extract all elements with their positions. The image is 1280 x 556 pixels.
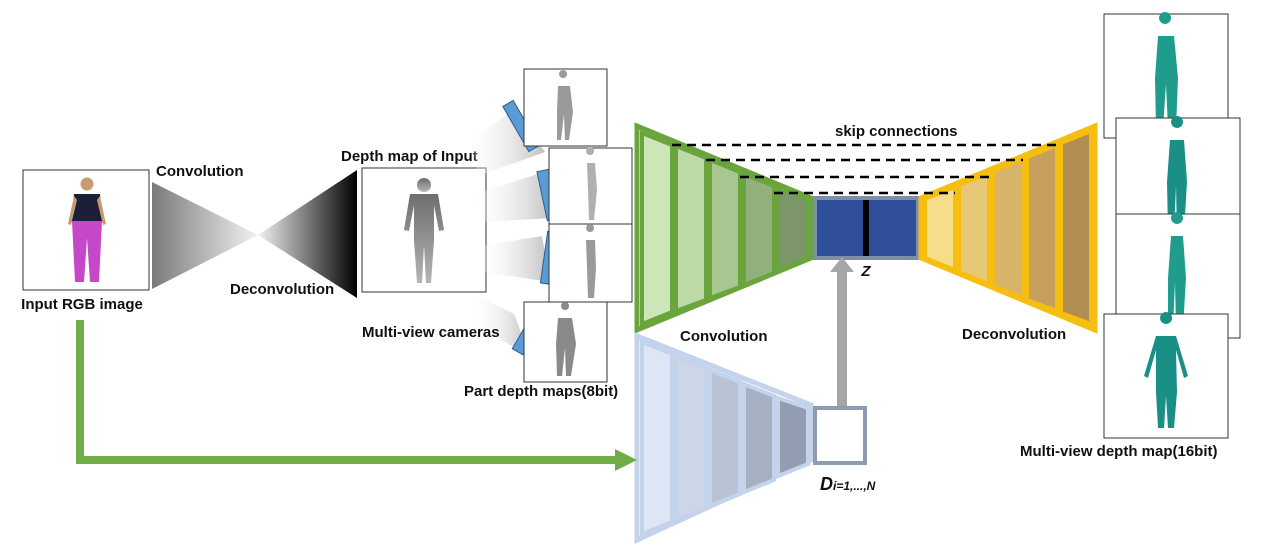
part-depth-maps-label: Part depth maps(8bit) [464, 383, 618, 400]
skip-connections [672, 143, 1057, 195]
output-depth-map-1 [1103, 12, 1229, 139]
view-index-main: D [820, 474, 833, 494]
input-arrow [76, 320, 637, 471]
convolution-top-label: Convolution [156, 163, 243, 180]
multiview-cameras-label: Multi-view cameras [362, 324, 500, 341]
depth-map-input-label: Depth map of Input [341, 148, 478, 165]
encoder-block [634, 122, 814, 334]
deconvolution-left-label: Deconvolution [230, 281, 334, 298]
person-rgb-icon [68, 177, 106, 282]
multiview-depth-label: Multi-view depth map(16bit) [1020, 443, 1218, 460]
decoder-block [918, 122, 1098, 334]
view-index-box [813, 406, 867, 465]
depth-map-input-image [361, 167, 487, 293]
depth-person-icon [404, 178, 444, 283]
decoder-deconvolution-label: Deconvolution [962, 326, 1066, 343]
part-depth-map-3 [548, 223, 633, 303]
view-index-sub: i=1,...,N [833, 479, 876, 493]
part-depth-map-4 [523, 301, 608, 383]
part-depth-map-1 [523, 68, 608, 147]
view-index-label: Di=1,...,N [820, 474, 876, 494]
latent-z-block [813, 196, 920, 260]
input-rgb-image [22, 169, 150, 291]
latent-z-label: Z [860, 263, 871, 280]
output-depth-map-4 [1103, 312, 1229, 439]
deconvolution-funnel [258, 170, 357, 298]
up-arrow [830, 257, 854, 406]
part-depth-map-2 [548, 147, 633, 225]
skip-connections-label: skip connections [835, 123, 958, 140]
view-encoder-block [634, 332, 814, 544]
encoder-convolution-label: Convolution [680, 328, 767, 345]
camera-beams [470, 110, 553, 356]
input-rgb-label: Input RGB image [21, 296, 143, 313]
convolution-funnel [152, 182, 258, 289]
